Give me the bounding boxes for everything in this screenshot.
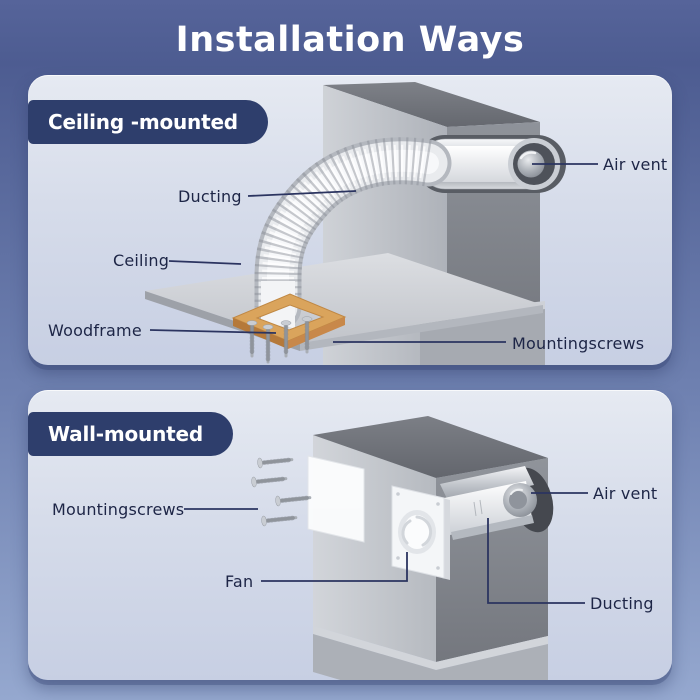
label-mounting-screws: Mountingscrews bbox=[52, 500, 185, 519]
leader-lines bbox=[184, 492, 588, 604]
label-woodframe: Woodframe bbox=[48, 321, 142, 340]
label-fan: Fan bbox=[225, 572, 254, 591]
mounting-screws bbox=[251, 457, 312, 527]
screw bbox=[275, 495, 312, 507]
screw bbox=[301, 316, 313, 354]
page-title: Installation Ways bbox=[175, 20, 525, 60]
screw bbox=[261, 515, 298, 527]
screw bbox=[262, 324, 274, 364]
screw bbox=[280, 320, 292, 358]
leader-lines bbox=[149, 163, 598, 343]
wall-mounted-panel: Wall-mounted bbox=[28, 390, 672, 680]
screw bbox=[251, 476, 288, 488]
label-ceiling: Ceiling bbox=[113, 251, 170, 270]
screw bbox=[246, 320, 258, 358]
duct-shell-bottom bbox=[451, 515, 534, 540]
mounting-screws bbox=[246, 316, 313, 364]
base bbox=[313, 634, 548, 680]
label-air-vent: Air vent bbox=[603, 155, 668, 174]
duct-shell-top bbox=[440, 466, 534, 503]
woodframe-line bbox=[149, 329, 277, 334]
label-ducting: Ducting bbox=[590, 594, 654, 613]
ceiling-line bbox=[168, 260, 242, 265]
label-ducting: Ducting bbox=[178, 187, 242, 206]
ducting-line bbox=[247, 190, 357, 197]
screw bbox=[257, 457, 294, 469]
wall-plate bbox=[307, 455, 365, 543]
wall-mounted-badge: Wall-mounted bbox=[28, 412, 233, 456]
label-mounting-screws: Mountingscrews bbox=[512, 334, 645, 353]
fan-unit bbox=[391, 485, 450, 580]
base-lip bbox=[313, 626, 548, 670]
duct-hose bbox=[254, 137, 452, 331]
ceiling-mounted-diagram bbox=[145, 82, 598, 365]
fan-line bbox=[261, 552, 408, 582]
vent-dome bbox=[517, 150, 545, 178]
label-air-vent: Air vent bbox=[593, 484, 658, 503]
wall-mounted-diagram bbox=[184, 416, 588, 680]
ceiling-mounted-panel: Ceiling -mounted bbox=[28, 75, 672, 365]
ducting-line bbox=[487, 518, 585, 604]
ceiling-mounted-badge: Ceiling -mounted bbox=[28, 100, 268, 144]
fan-blades bbox=[401, 515, 433, 547]
ducting-assembly bbox=[440, 466, 554, 540]
